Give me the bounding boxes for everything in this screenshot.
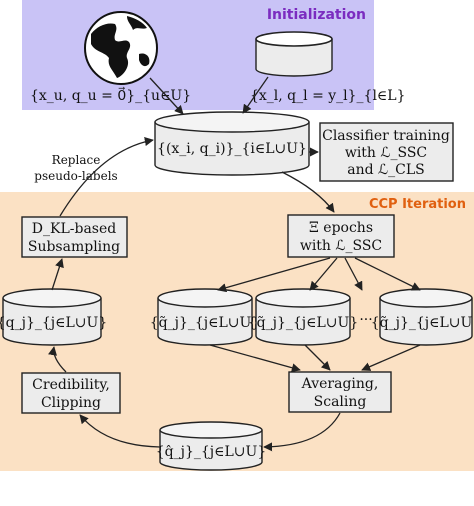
subsampling-box: D_KL-based Subsampling xyxy=(21,216,128,258)
q-hat-label: {q̂_j}_{j∈L∪U} xyxy=(156,444,266,460)
arrow-averaging-to-qhat xyxy=(263,412,341,452)
subsampling-line-1: D_KL-based xyxy=(32,221,116,237)
classifier-training-line-3: and ℒ_CLS xyxy=(347,162,424,178)
q-tilde-label-1: {q̃_j}_{j∈L∪U} xyxy=(150,315,260,331)
joint-set-cylinder: {(x_i, q_i)}_{i∈L∪U} xyxy=(154,111,310,176)
credibility-box: Credibility, Clipping xyxy=(21,372,121,414)
averaging-line-2: Scaling xyxy=(314,394,367,410)
classifier-training-line-1: Classifier training xyxy=(322,128,450,144)
arrow-epochs-to-qtilde-2 xyxy=(309,257,338,291)
replace-pseudo-labels-line-2: pseudo-labels xyxy=(34,169,117,183)
arrow-credibility-to-qset xyxy=(48,346,67,373)
initialization-title: Initialization xyxy=(267,7,366,23)
arrow-globe-to-joint xyxy=(149,77,184,115)
arrow-qtilde-3-to-averaging xyxy=(361,344,421,371)
q-tilde-cylinder-1: {q̃_j}_{j∈L∪U} xyxy=(150,288,260,346)
ccp-iteration-title: CCP Iteration xyxy=(369,197,466,212)
q-hat-cylinder: {q̂_j}_{j∈L∪U} xyxy=(156,421,266,471)
credibility-line-1: Credibility, xyxy=(32,377,110,393)
q-set-label: {q_j}_{j∈L∪U} xyxy=(0,315,107,331)
globe-icon xyxy=(84,11,158,85)
ellipsis: ··· xyxy=(359,312,372,328)
labeled-database-cylinder-icon xyxy=(255,31,333,77)
arrow-qhat-to-credibility xyxy=(79,414,161,448)
q-set-cylinder: {q_j}_{j∈L∪U} xyxy=(0,288,107,346)
q-tilde-label-2: {q̃_j}_{j∈L∪U} xyxy=(248,315,358,331)
arrow-qtilde-1-to-averaging xyxy=(209,344,301,373)
averaging-box: Averaging, Scaling xyxy=(288,371,392,413)
epochs-line-2: with ℒ_SSC xyxy=(300,238,382,254)
credibility-line-2: Clipping xyxy=(41,395,101,411)
epochs-line-1: Ξ epochs xyxy=(309,220,373,236)
arrow-subsampling-to-joint xyxy=(59,137,154,217)
classifier-training-box: Classifier training with ℒ_SSC and ℒ_CLS xyxy=(319,122,454,182)
unlabeled-set-label: {x_u, q_u = 0⃗}_{u∈U} xyxy=(30,86,191,104)
arrow-epochs-to-ellipsis xyxy=(344,257,363,291)
replace-pseudo-labels-line-1: Replace xyxy=(52,153,101,167)
q-tilde-cylinder-2: {q̃_j}_{j∈L∪U} xyxy=(248,288,358,346)
arrow-joint-to-epochs xyxy=(281,171,335,213)
arrow-labeled-to-joint xyxy=(242,76,269,114)
q-tilde-cylinder-3: {q̃_j}_{j∈L∪U} xyxy=(371,288,474,346)
epochs-box: Ξ epochs with ℒ_SSC xyxy=(287,214,395,258)
averaging-line-1: Averaging, xyxy=(301,376,379,392)
q-tilde-label-3: {q̃_j}_{j∈L∪U} xyxy=(371,315,474,331)
arrow-epochs-to-qtilde-1 xyxy=(217,257,331,293)
arrow-qtilde-2-to-averaging xyxy=(304,344,331,371)
arrow-epochs-to-qtilde-3 xyxy=(354,257,421,291)
joint-set-label: {(x_i, q_i)}_{i∈L∪U} xyxy=(157,141,307,157)
arrow-qset-to-subsampling xyxy=(51,258,64,291)
classifier-training-line-2: with ℒ_SSC xyxy=(345,145,427,161)
labeled-set-label: {x_l, q_l = y_l}_{l∈L} xyxy=(250,88,406,104)
subsampling-line-2: Subsampling xyxy=(28,239,120,255)
